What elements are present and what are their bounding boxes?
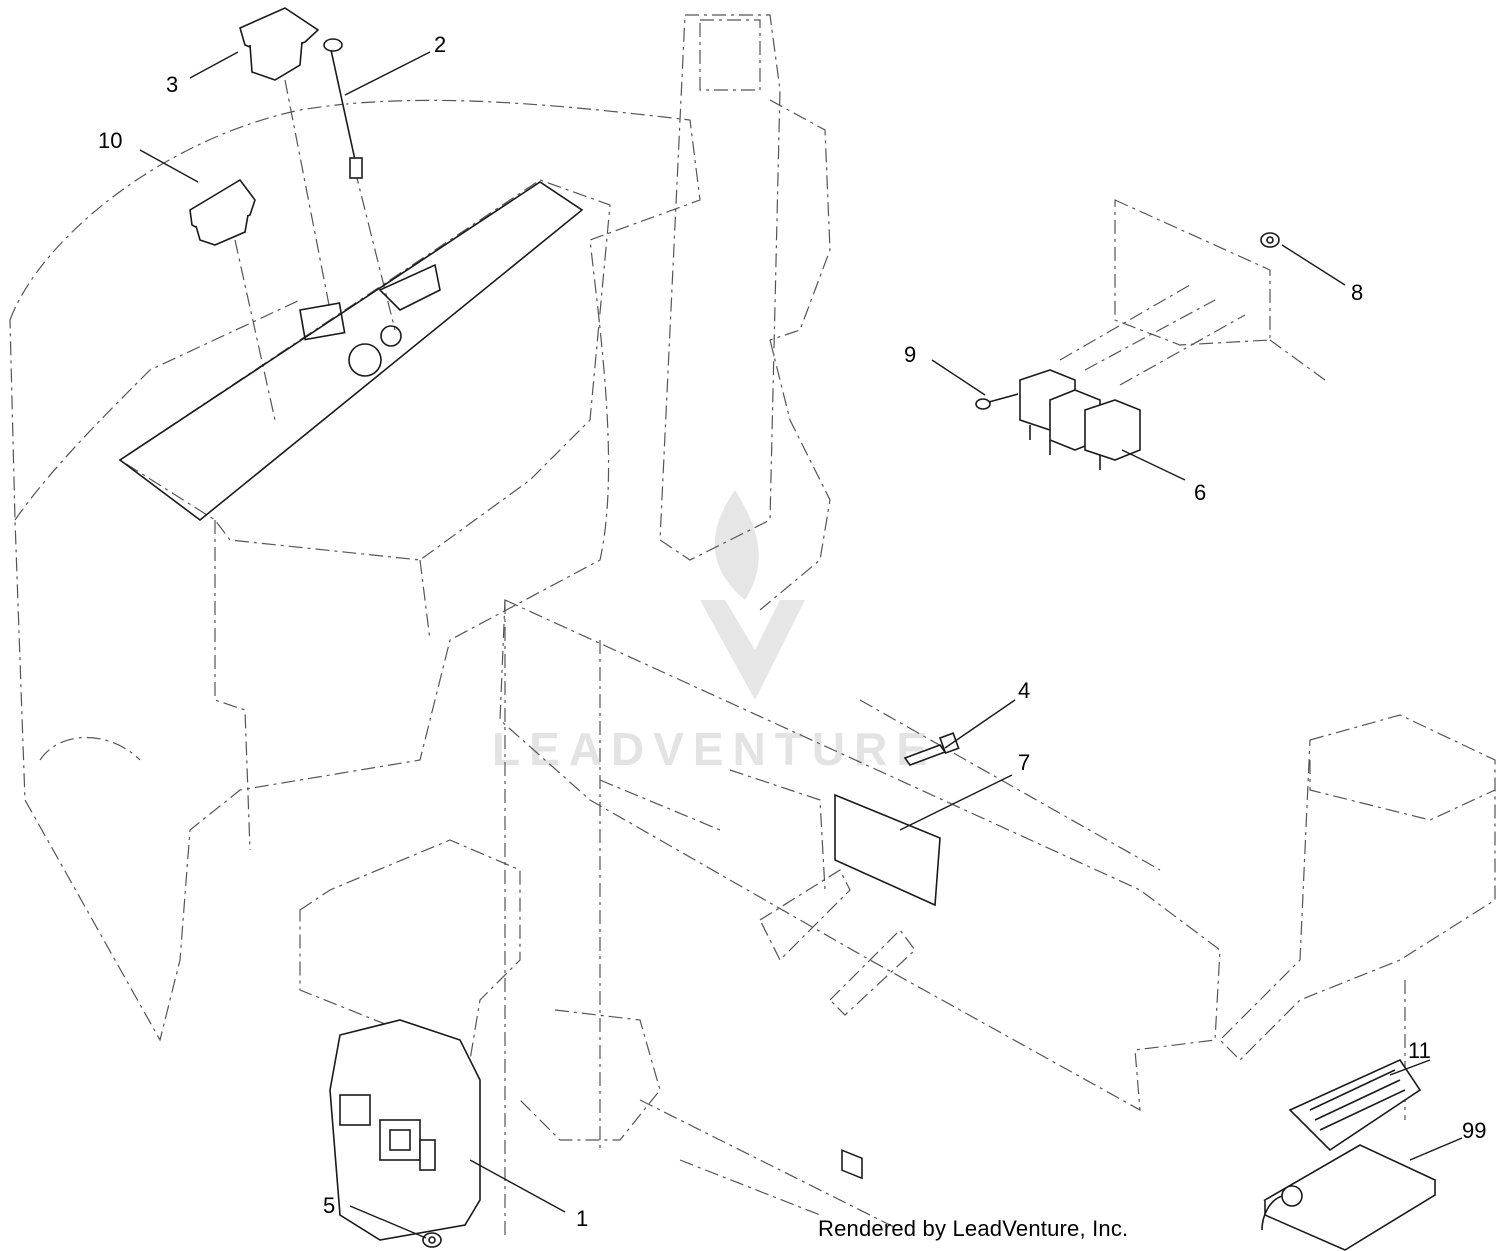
part-7-decal <box>834 793 941 1180</box>
callout-4: 4 <box>1018 678 1030 703</box>
right-bracket-phantom <box>1219 714 1496 1061</box>
console-panel <box>118 181 584 522</box>
callout-6: 6 <box>1194 480 1206 505</box>
console-phantom <box>118 179 611 561</box>
callout-3: 3 <box>166 72 178 97</box>
callout-11: 11 <box>1408 1038 1431 1063</box>
part-5-nut <box>422 1232 442 1248</box>
part-99-pad <box>1261 1144 1437 1251</box>
part-1-controller <box>329 1019 481 1241</box>
part-2-indicator-lamp <box>323 38 363 179</box>
callout-99: 99 <box>1462 1118 1486 1143</box>
callout-2: 2 <box>434 32 446 57</box>
callout-7: 7 <box>1018 750 1030 775</box>
callout-8: 8 <box>1351 280 1363 305</box>
part-8-nut <box>1260 232 1280 248</box>
column-phantom <box>659 14 781 561</box>
callout-10: 10 <box>98 128 122 153</box>
callout-labels: 1 2 3 4 5 6 7 8 9 10 11 99 <box>98 32 1486 1231</box>
part-9-bolt <box>975 393 1019 410</box>
fender-phantom <box>9 99 701 1042</box>
relay-bracket-phantom <box>1114 199 1271 346</box>
pivot-phantom <box>299 839 521 1061</box>
watermark-text: LEADVENTURE <box>492 723 937 775</box>
callout-9: 9 <box>904 342 916 367</box>
part-11-decal <box>1288 1058 1422 1152</box>
part-3-rocker-switch <box>239 7 320 81</box>
part-4-bolt <box>903 732 960 766</box>
part-10-rocker-switch <box>189 178 256 246</box>
part-6-relays <box>1019 369 1141 470</box>
callout-1: 1 <box>576 1206 588 1231</box>
render-credit: Rendered by LeadVenture, Inc. <box>818 1216 1129 1241</box>
callout-5: 5 <box>323 1193 335 1218</box>
cross-frame-phantom <box>499 599 1221 1112</box>
